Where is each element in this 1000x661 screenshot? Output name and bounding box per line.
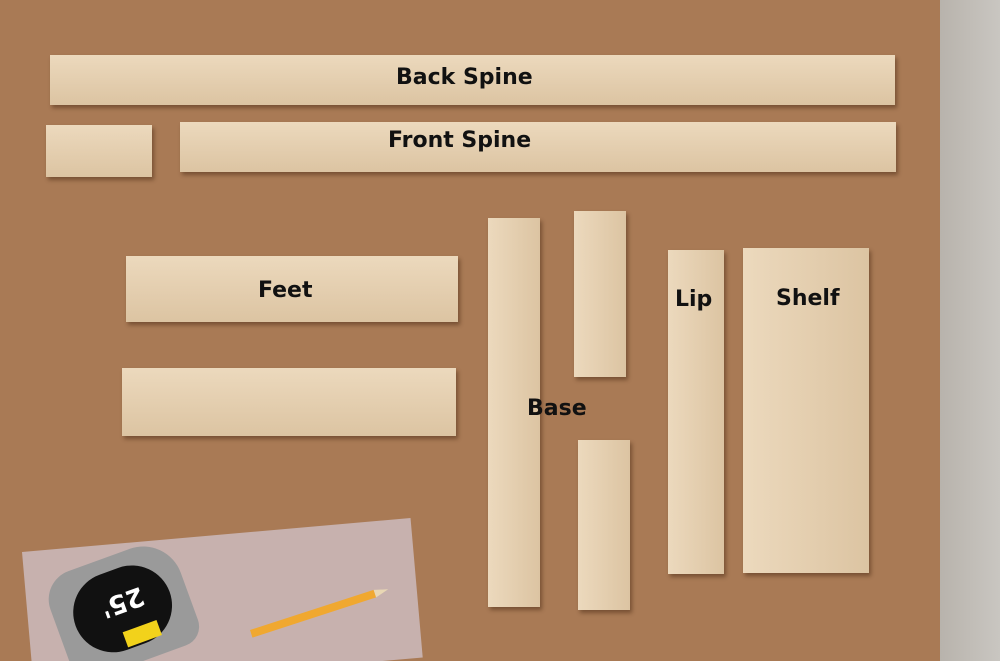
front-spine-board: [180, 122, 896, 172]
floor: [940, 0, 1000, 661]
feet-board-1: [126, 256, 458, 322]
tape-brand-badge: [122, 619, 162, 648]
back-spine-label: Back Spine: [396, 65, 533, 90]
lip-label: Lip: [675, 287, 713, 312]
feet-board-2: [122, 368, 456, 436]
offcut-block: [46, 125, 152, 177]
lip-board: [668, 250, 724, 574]
base-label: Base: [527, 396, 587, 421]
front-spine-label: Front Spine: [388, 128, 532, 153]
base-board-short-1: [574, 211, 626, 377]
shelf-label: Shelf: [776, 286, 840, 311]
tape-length-marking: 25': [96, 579, 149, 624]
back-spine-board: [50, 55, 895, 105]
tape-measure-face: 25': [61, 554, 184, 661]
base-board-short-2: [578, 440, 630, 610]
base-board-long: [488, 218, 540, 607]
shelf-board: [743, 248, 869, 573]
feet-label: Feet: [258, 278, 313, 303]
